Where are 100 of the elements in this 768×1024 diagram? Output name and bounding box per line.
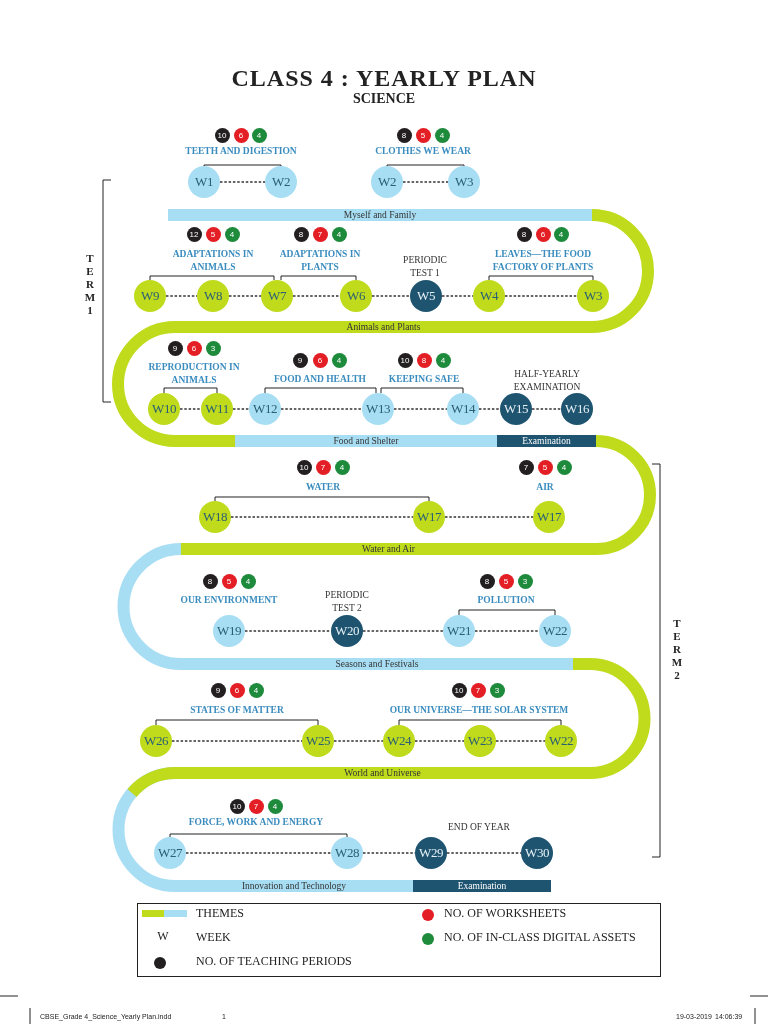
count-badge: 7 xyxy=(315,459,331,475)
week-circle: W17 xyxy=(533,501,565,533)
dotted-connector xyxy=(531,408,562,410)
dotted-connector xyxy=(474,630,540,632)
theme-band: Examination xyxy=(413,880,551,892)
week-circle: W1 xyxy=(188,166,220,198)
count-badge: 3 xyxy=(517,573,533,589)
dotted-connector xyxy=(228,295,262,297)
chapter-title: OUR ENVIRONMENT xyxy=(180,594,278,607)
chapter-title: ADAPTATIONS IN PLANTS xyxy=(278,248,362,273)
week-circle: W7 xyxy=(261,280,293,312)
count-badge: 10 xyxy=(229,798,245,814)
milestone-label: HALF-YEARLY EXAMINATION xyxy=(512,368,582,393)
count-badge: 5 xyxy=(498,573,514,589)
chapter-title: WATER xyxy=(305,481,341,494)
count-badge: 9 xyxy=(292,352,308,368)
week-circle: W29 xyxy=(415,837,447,869)
dotted-connector xyxy=(292,295,341,297)
count-badge: 4 xyxy=(251,127,267,143)
chapter-title: OUR UNIVERSE—THE SOLAR SYSTEM xyxy=(389,704,569,717)
count-badge: 4 xyxy=(224,226,240,242)
count-badge: 4 xyxy=(331,352,347,368)
dotted-connector xyxy=(185,852,332,854)
week-circle: W23 xyxy=(464,725,496,757)
week-circle: W2 xyxy=(371,166,403,198)
legend-text: NO. OF IN-CLASS DIGITAL ASSETS xyxy=(444,930,636,945)
count-badge: 5 xyxy=(537,459,553,475)
chapter-title: CLOTHES WE WEAR xyxy=(375,145,471,158)
count-badge: 4 xyxy=(331,226,347,242)
count-badge: 9 xyxy=(167,340,183,356)
count-badge: 3 xyxy=(489,682,505,698)
chapter-title: AIR xyxy=(536,481,554,494)
week-circle: W9 xyxy=(134,280,166,312)
week-circle: W15 xyxy=(500,393,532,425)
dotted-connector xyxy=(179,408,202,410)
count-badge: 4 xyxy=(435,352,451,368)
count-badge: 5 xyxy=(205,226,221,242)
count-badge: 7 xyxy=(470,682,486,698)
count-badge: 8 xyxy=(202,573,218,589)
count-badge: 4 xyxy=(240,573,256,589)
week-circle: W22 xyxy=(539,615,571,647)
theme-band: Innovation and Technology xyxy=(175,880,413,892)
chapter-title: KEEPING SAFE xyxy=(388,373,460,386)
count-badge: 4 xyxy=(334,459,350,475)
theme-band: Food and Shelter xyxy=(235,435,497,447)
dotted-connector xyxy=(504,295,578,297)
theme-band: Myself and Family xyxy=(168,209,592,221)
theme-band: Seasons and Festivals xyxy=(181,658,573,670)
count-badge: 8 xyxy=(416,352,432,368)
week-circle: W6 xyxy=(340,280,372,312)
milestone-label: PERIODIC TEST 2 xyxy=(324,589,370,614)
theme-band: World and Universe xyxy=(175,767,590,779)
week-circle: W12 xyxy=(249,393,281,425)
dotted-connector xyxy=(165,295,198,297)
chapter-title: POLLUTION xyxy=(477,594,535,607)
dotted-connector xyxy=(362,852,416,854)
week-circle: W17 xyxy=(413,501,445,533)
count-badge: 4 xyxy=(434,127,450,143)
week-circle: W3 xyxy=(577,280,609,312)
count-badge: 8 xyxy=(293,226,309,242)
dotted-connector xyxy=(402,181,449,183)
week-circle: W13 xyxy=(362,393,394,425)
count-badge: 6 xyxy=(229,682,245,698)
week-circle: W26 xyxy=(140,725,172,757)
dotted-connector xyxy=(414,740,465,742)
week-circle: W28 xyxy=(331,837,363,869)
theme-band: Animals and Plants xyxy=(175,321,592,333)
dotted-connector xyxy=(371,295,411,297)
count-badge: 10 xyxy=(451,682,467,698)
week-circle: W11 xyxy=(201,393,233,425)
count-badge: 12 xyxy=(186,226,202,242)
count-badge: 5 xyxy=(415,127,431,143)
dotted-connector xyxy=(219,181,266,183)
count-badge: 3 xyxy=(205,340,221,356)
dotted-connector xyxy=(232,408,250,410)
count-badge: 8 xyxy=(479,573,495,589)
count-badge: 10 xyxy=(397,352,413,368)
dotted-connector xyxy=(230,516,414,518)
dotted-connector xyxy=(362,630,444,632)
page-title: CLASS 4 : YEARLY PLAN xyxy=(230,64,538,92)
count-badge: 6 xyxy=(186,340,202,356)
count-badge: 7 xyxy=(518,459,534,475)
dotted-connector xyxy=(393,408,448,410)
dotted-connector xyxy=(441,295,474,297)
chapter-title: ADAPTATIONS IN ANIMALS xyxy=(171,248,255,273)
chapter-title: LEAVES—THE FOOD FACTORY OF PLANTS xyxy=(491,248,595,273)
dotted-connector xyxy=(478,408,501,410)
count-badge: 6 xyxy=(312,352,328,368)
dotted-connector xyxy=(333,740,384,742)
chapter-title: FOOD AND HEALTH xyxy=(274,373,366,386)
count-badge: 10 xyxy=(214,127,230,143)
week-circle: W2 xyxy=(265,166,297,198)
legend-text: THEMES xyxy=(196,906,244,921)
count-badge: 4 xyxy=(556,459,572,475)
dotted-connector xyxy=(446,852,522,854)
week-circle: W21 xyxy=(443,615,475,647)
dotted-connector xyxy=(171,740,303,742)
week-circle: W5 xyxy=(410,280,442,312)
milestone-label: END OF YEAR xyxy=(448,821,510,834)
count-badge: 6 xyxy=(233,127,249,143)
